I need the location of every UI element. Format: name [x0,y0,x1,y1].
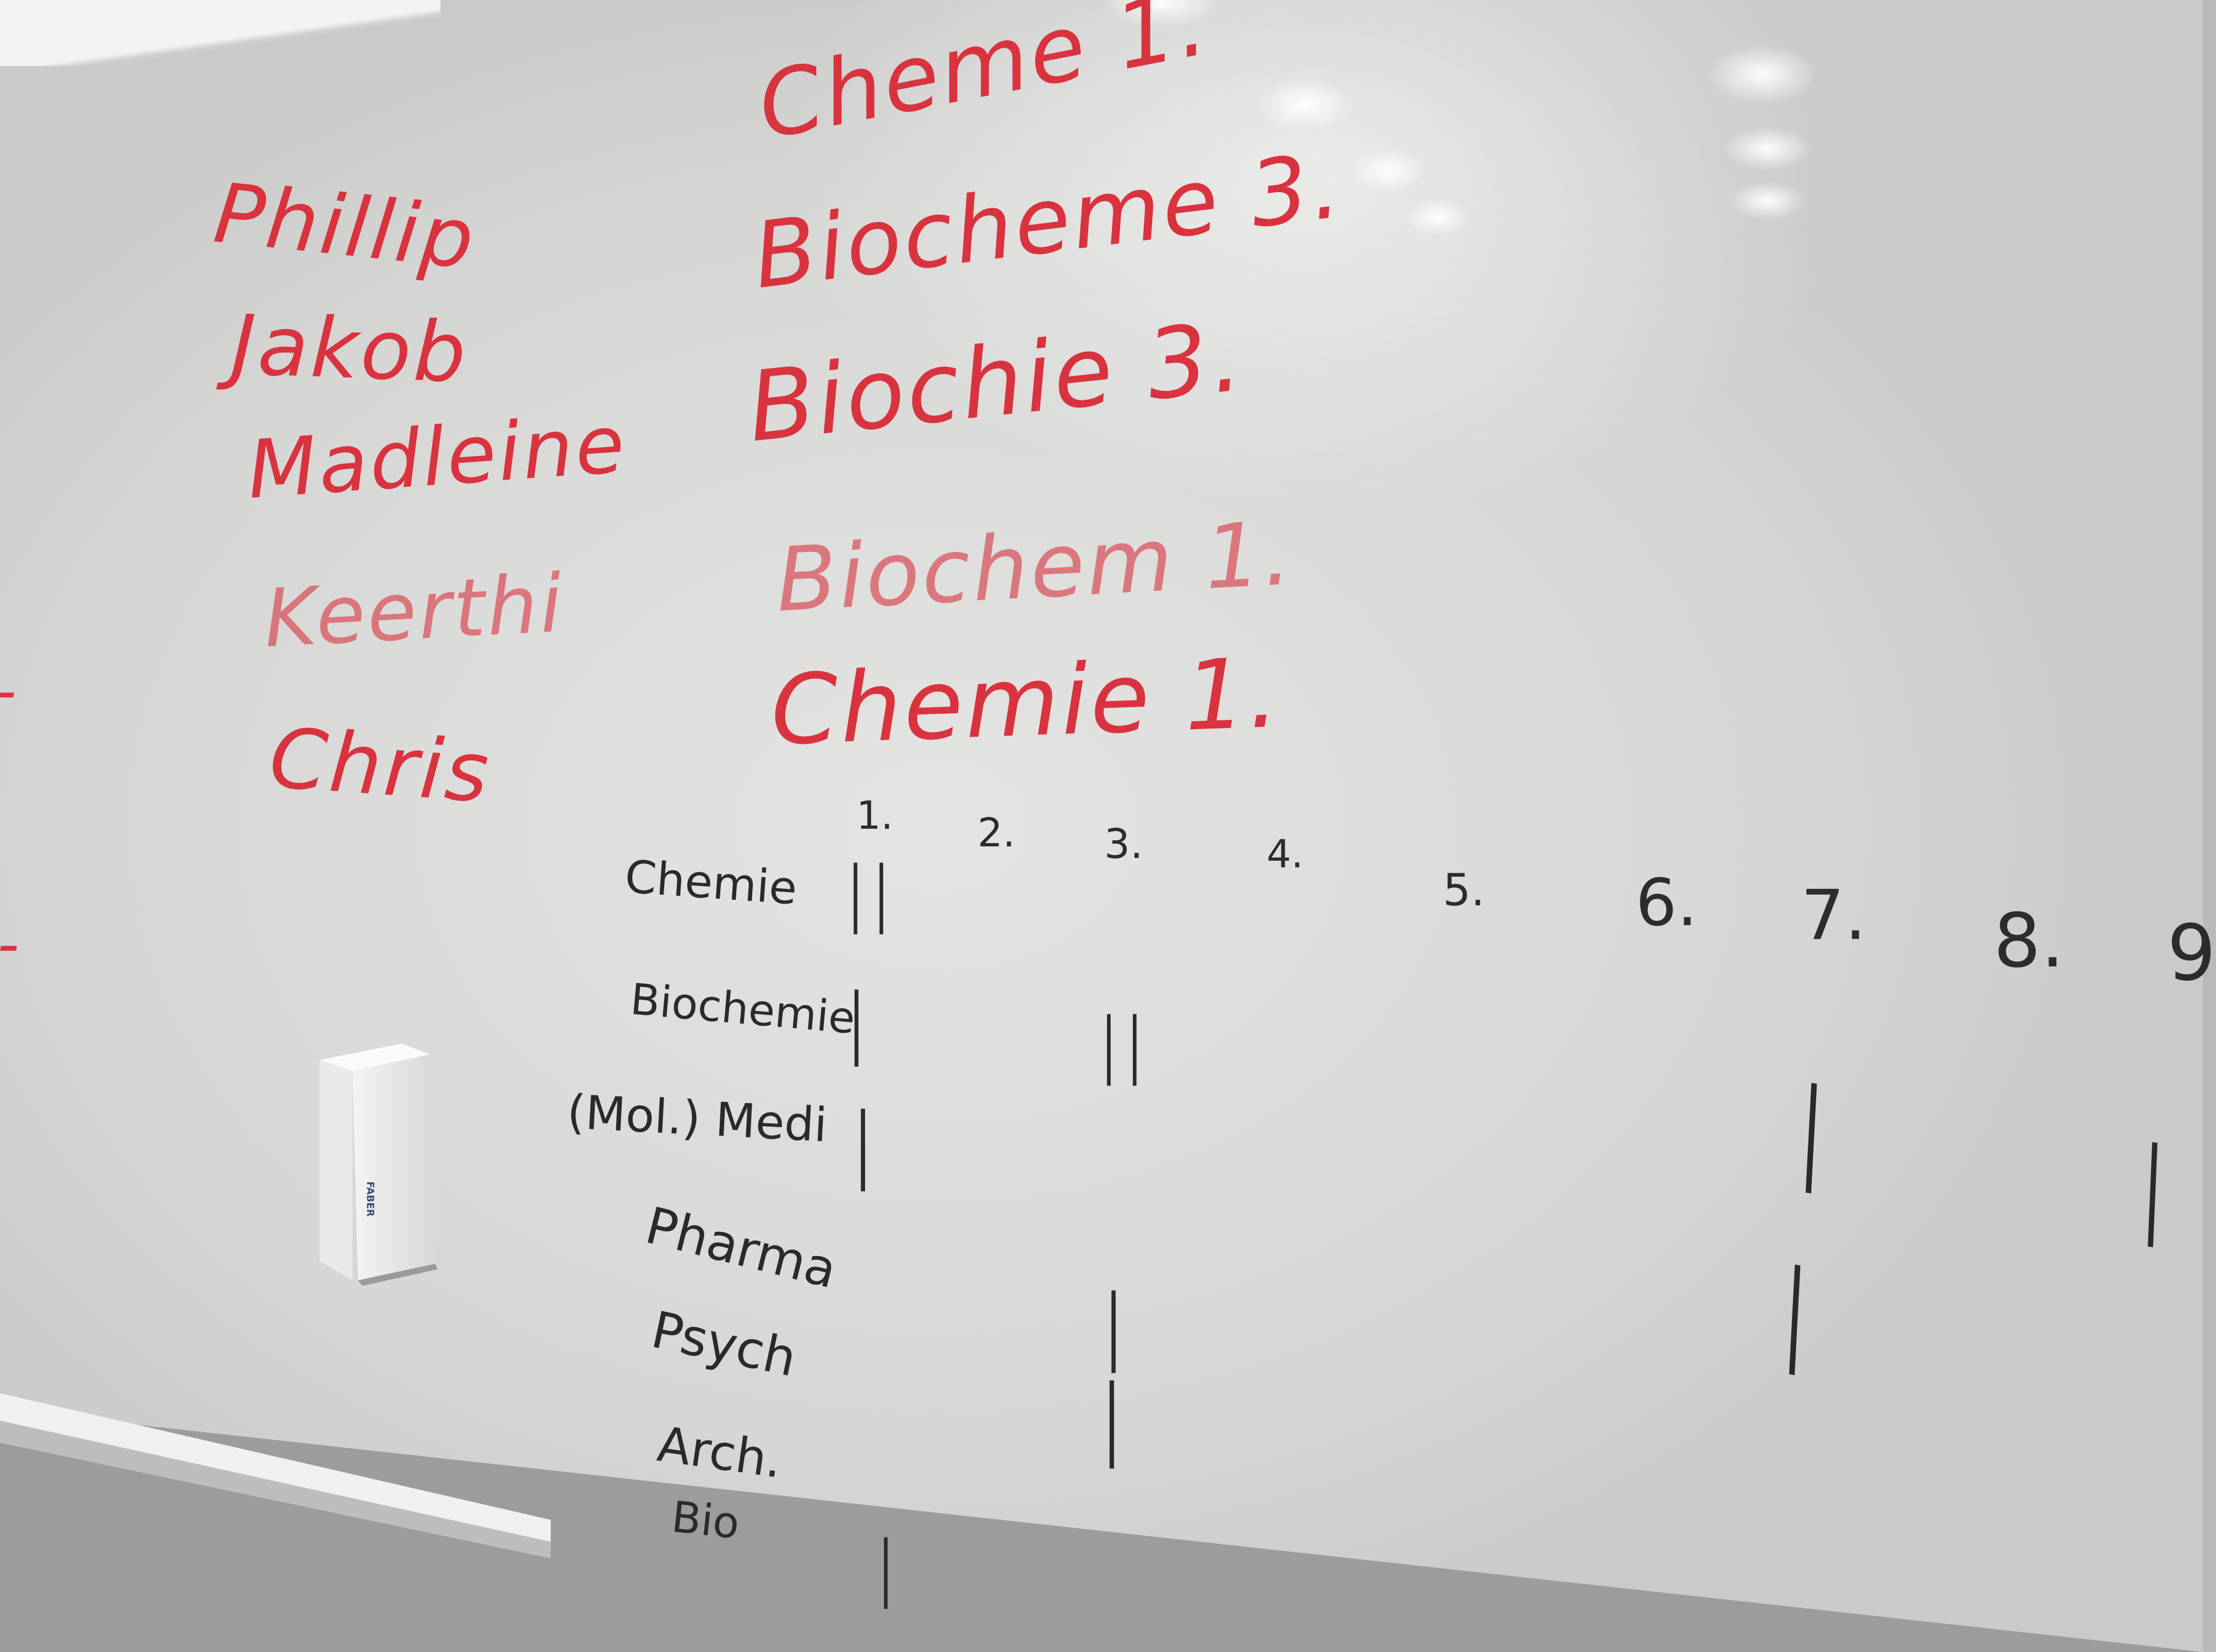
ceiling-light-reflection [1404,198,1470,237]
tally-biochemie-1: | [843,977,871,1067]
tally-biochemie-3: || [1096,1002,1148,1086]
column-header-4: 4. [1267,832,1303,877]
tally-bio-1: | [873,1525,899,1609]
column-header-3: 3. [1104,820,1143,868]
tally-chemie-1: || [843,851,894,934]
name-keerthi: Keerthi [262,557,567,666]
column-header-1: 1. [856,793,893,838]
whiteboard-frame-top [0,0,441,66]
ceiling-light-reflection [1707,44,1817,105]
ceiling-light-reflection [1729,182,1806,220]
choice-chris: Chemie 1. [769,637,1283,767]
tally-pharma-7: | [1772,1245,1818,1378]
ceiling-light-reflection [1349,149,1426,193]
edge-mark: ‐ [0,909,21,979]
tally-arch-3: | [1096,1366,1128,1469]
edge-mark: ‐ [0,655,19,726]
eraser-shape [319,1044,438,1286]
tally-medi-1: | [848,1096,878,1192]
ceiling-light-reflection [1724,127,1812,171]
tally-medi-7: | [1788,1063,1835,1197]
column-header-9: 9 [2167,909,2216,998]
name-jakob: Jakob [229,297,470,401]
column-header-6: 6. [1636,865,1698,941]
name-chris: Chris [266,710,494,822]
eraser-brand-label: FABER [364,1181,376,1217]
tally-medi-9: | [2131,1123,2175,1249]
ceiling-light-reflection [1256,77,1355,132]
row-label-bio: Bio [669,1492,742,1549]
column-header-7: 7. [1801,876,1867,955]
column-header-5: 5. [1443,865,1485,916]
column-header-8: 8. [1994,898,2065,984]
tally-psych-3: | [1099,1278,1129,1373]
whiteboard-eraser[interactable]: FABER [319,1044,438,1286]
column-header-2: 2. [977,809,1015,856]
